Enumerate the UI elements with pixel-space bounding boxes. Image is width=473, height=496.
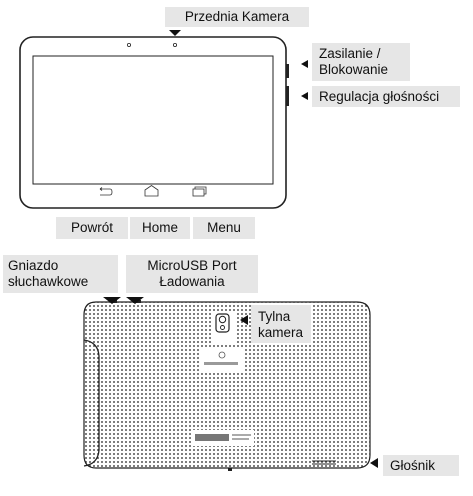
brand-logo <box>204 351 238 365</box>
tablet-front <box>19 36 287 209</box>
rear-camera-label: Tylna kamera <box>251 305 311 343</box>
speaker-label: Głośnik <box>383 455 459 476</box>
arrow-headphone-jack <box>103 297 121 304</box>
back-button-label: Powrót <box>56 217 128 239</box>
menu-key-icon <box>192 186 207 197</box>
volume-label: Regulacja głośności <box>312 86 460 107</box>
arrow-power <box>301 60 308 68</box>
rear-camera-icon <box>215 313 230 333</box>
power-button <box>286 64 289 78</box>
volume-button <box>286 86 289 106</box>
speaker-grille <box>312 460 336 465</box>
arrow-rear-camera <box>240 315 248 325</box>
bottom-connector <box>228 468 232 471</box>
power-lock-label: Zasilanie / Blokowanie <box>312 43 410 81</box>
arrow-speaker <box>370 458 378 468</box>
headphone-jack-label: Gniazdo słuchawkowe <box>3 255 118 293</box>
menu-button-label: Menu <box>193 217 255 239</box>
arrow-volume <box>301 92 308 100</box>
arrow-microusb <box>126 297 144 304</box>
front-camera-label: Przednia Kamera <box>165 7 309 27</box>
front-camera-icon <box>127 43 132 48</box>
home-button-label: Home <box>130 217 190 239</box>
home-key-icon <box>144 185 159 197</box>
microusb-label: MicroUSB Port Ładowania <box>126 255 258 293</box>
arrow-front-camera <box>169 30 181 36</box>
certification-marks <box>195 434 251 441</box>
tablet-back <box>83 301 371 469</box>
front-sensor-icon <box>172 43 177 48</box>
back-key-icon <box>99 187 113 196</box>
